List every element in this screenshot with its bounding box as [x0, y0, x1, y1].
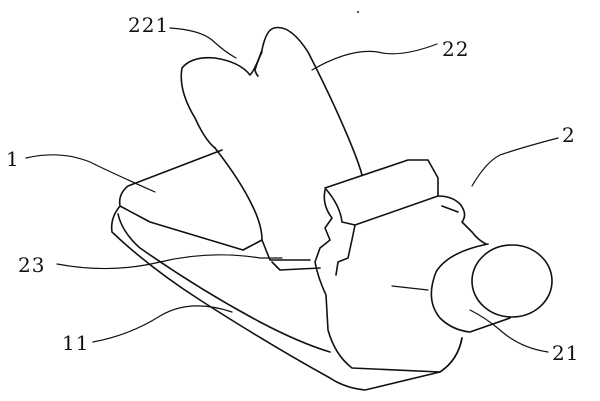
leader-23	[56, 254, 283, 270]
leader-22	[311, 43, 438, 71]
block-front-face	[314, 189, 463, 373]
label-1: 1	[6, 147, 20, 171]
slot-region	[261, 239, 321, 271]
block-housing	[314, 159, 487, 373]
upright-wing	[180, 26, 363, 251]
slot-inner-edge	[271, 261, 321, 271]
upright-wing-outline	[180, 26, 363, 176]
cylinder-body	[430, 243, 511, 333]
leader-11	[92, 305, 233, 343]
base-plate-front-edge	[110, 205, 463, 391]
scan-speck	[357, 11, 359, 13]
cylinder-knob	[430, 243, 553, 333]
label-2: 2	[562, 123, 576, 147]
upright-wing-notch-line	[254, 51, 263, 77]
label-21: 21	[552, 341, 579, 365]
slot-outline	[261, 239, 311, 261]
block-side-face	[437, 195, 487, 245]
label-23: 23	[18, 253, 45, 277]
leader-21	[469, 309, 549, 353]
leader-221	[169, 27, 237, 59]
base-plate-top-outline	[118, 149, 244, 251]
label-11: 11	[62, 331, 89, 355]
upright-wing-lower-edge	[214, 147, 263, 251]
base-plate-thickness-edge	[117, 213, 331, 353]
block-step	[441, 205, 459, 213]
label-221: 221	[128, 13, 169, 37]
cylinder-end-cap	[471, 244, 553, 318]
reference-numerals: 221 22 2 1 23 11 21	[6, 13, 579, 365]
block-right-edge	[335, 224, 356, 276]
leader-21-inner	[391, 285, 429, 291]
leader-1	[25, 154, 156, 193]
block-top-face	[324, 159, 439, 226]
leader-2	[471, 137, 559, 187]
label-22: 22	[442, 37, 469, 61]
leader-lines	[25, 27, 559, 353]
